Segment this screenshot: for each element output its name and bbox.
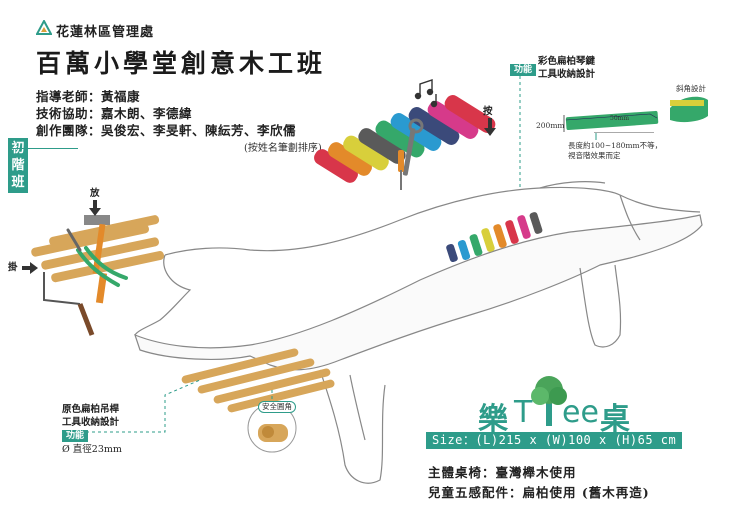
harp-section-label: 斜角設計 bbox=[676, 84, 706, 93]
wrench-icon bbox=[402, 118, 424, 176]
rack-desc-2: 工具收納設計 bbox=[62, 417, 120, 428]
teacher-credit: 指導老師：黃福康 bbox=[36, 89, 141, 104]
team-note: (按姓名筆劃排序) bbox=[244, 143, 322, 154]
rack-diameter: Ø 直徑23mm bbox=[62, 444, 122, 455]
page-title: 百萬小學堂創意木工班 bbox=[36, 49, 327, 78]
table-slab bbox=[134, 181, 703, 371]
hang-label: 掛 bbox=[8, 262, 18, 273]
spec-main: 主體桌椅：臺灣櫸木使用 bbox=[428, 465, 577, 480]
mountain-logo-icon bbox=[36, 20, 52, 35]
put-label: 放 bbox=[90, 188, 100, 199]
spec-accessories: 兒童五感配件：扁柏使用 (舊木再造) bbox=[428, 485, 650, 500]
harp-note-1: 長度約100~180mm不等， bbox=[568, 141, 663, 150]
grade-rule bbox=[8, 148, 78, 149]
harp-note-2: 視音階效果而定 bbox=[568, 151, 621, 160]
grade-char: 班 bbox=[11, 175, 25, 190]
put-arrow-icon bbox=[89, 200, 101, 216]
harp-measure: 200mm bbox=[536, 121, 565, 130]
size-bar: Size：(L)215 x (W)100 x (H)65 cm bbox=[426, 432, 682, 449]
harp-desc-2: 工具收納設計 bbox=[538, 69, 596, 80]
harp-function-tag: 功能 bbox=[510, 64, 536, 76]
safety-label: 安全圓角 bbox=[258, 401, 296, 413]
harp-desc-1: 彩色扁柏琴鍵 bbox=[538, 56, 596, 67]
table-harp-keys bbox=[446, 212, 543, 263]
music-notes-icon bbox=[414, 79, 438, 108]
org-name: 花蓮林區管理處 bbox=[56, 25, 155, 40]
brand-en-ee: ee bbox=[562, 395, 599, 430]
grade-char: 階 bbox=[11, 158, 25, 173]
harp-measure-small: 50mm bbox=[610, 115, 630, 122]
press-label: 按 bbox=[483, 106, 493, 117]
press-arrow-icon bbox=[484, 118, 496, 136]
rods-under-table bbox=[181, 348, 335, 413]
rack-function-tag: 功能 bbox=[62, 430, 88, 442]
brand-en-t: T bbox=[514, 395, 533, 430]
hang-arrow-icon bbox=[22, 262, 38, 274]
rack-desc-1: 原色扁柏吊桿 bbox=[62, 404, 120, 415]
team-credit: 創作團隊：吳俊宏、李旻軒、陳紜芳、李欣儒 bbox=[36, 123, 297, 138]
screwdriver-icon bbox=[398, 150, 404, 190]
pliers-icon bbox=[66, 228, 128, 287]
brand-char-2: 桌 bbox=[600, 402, 630, 437]
saw-icon bbox=[43, 272, 95, 336]
key-detail bbox=[563, 96, 708, 140]
table-legs bbox=[319, 264, 622, 484]
tree-icon bbox=[531, 376, 567, 426]
brand-char-1: 樂 bbox=[478, 402, 508, 437]
tech-credit: 技術協助：嘉木朗、李德緯 bbox=[36, 106, 193, 121]
safety-detail bbox=[247, 403, 297, 453]
